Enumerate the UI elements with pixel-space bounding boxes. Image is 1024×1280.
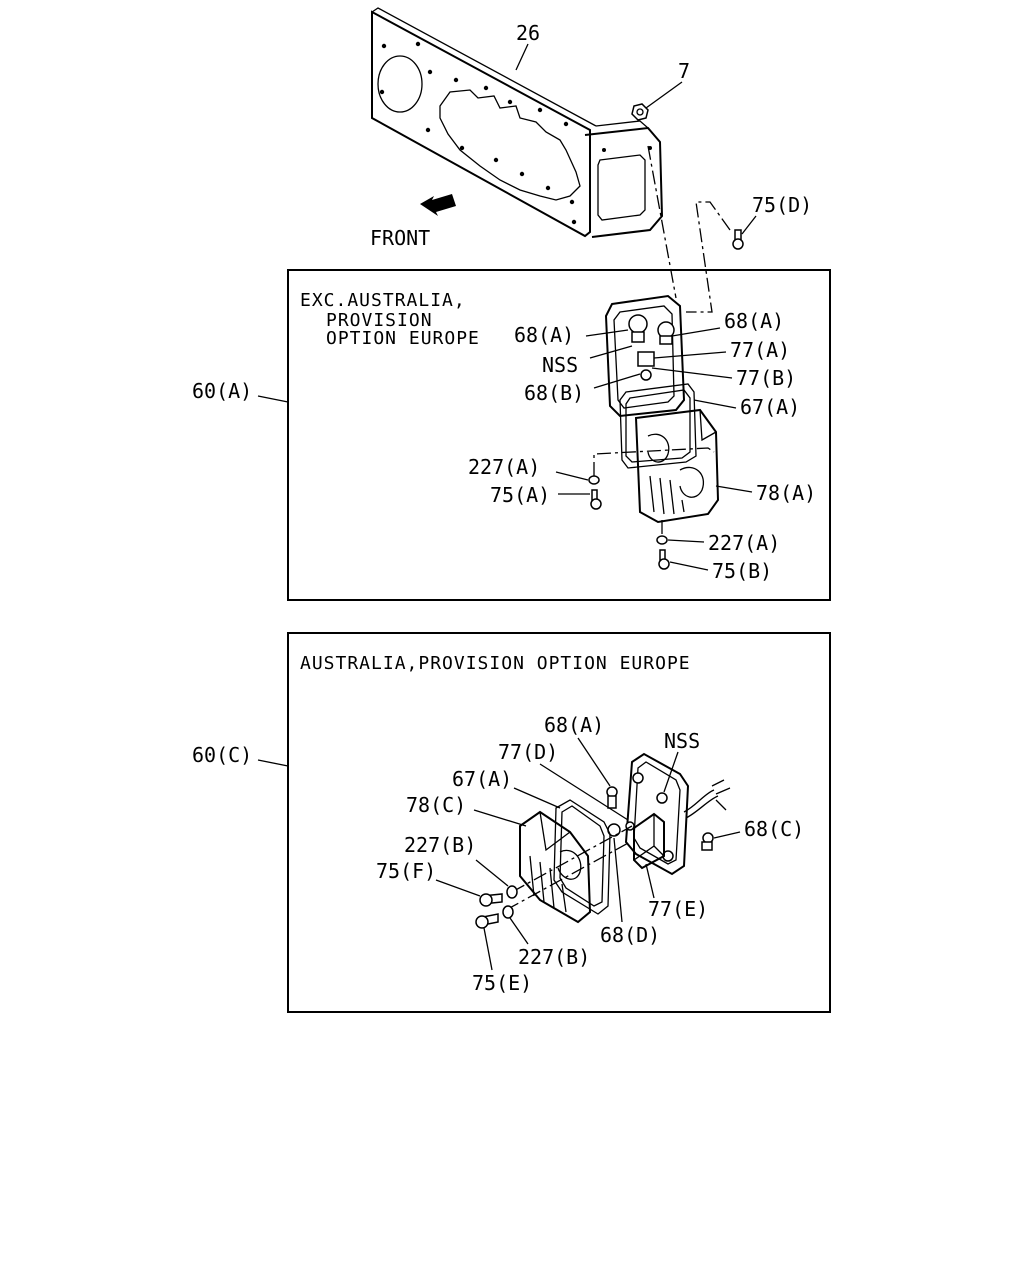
nut-icon-7 <box>631 103 649 121</box>
callout-26: 26 <box>516 21 540 45</box>
front-label: FRONT <box>370 226 430 250</box>
callout-75e: 75(E) <box>472 971 532 995</box>
callout-227a-lower: 227(A) <box>708 531 780 555</box>
callout-68c: 68(C) <box>744 817 804 841</box>
panel-60a-frame <box>287 269 831 601</box>
callout-67a-c: 67(A) <box>452 767 512 791</box>
bulb-icon-inner <box>656 792 668 804</box>
screw-icon-75a <box>590 489 602 510</box>
callout-68d: 68(D) <box>600 923 660 947</box>
bulb-icon-68c <box>701 832 714 851</box>
panel-60c-caption-line-1: AUSTRALIA,PROVISION OPTION EUROPE <box>300 653 691 674</box>
callout-75d: 75(D) <box>752 193 812 217</box>
callout-78a: 78(A) <box>756 481 816 505</box>
callout-75a: 75(A) <box>490 483 550 507</box>
bulb-icon-68b <box>637 351 655 381</box>
screw-icon-75e <box>475 913 499 929</box>
callout-7: 7 <box>678 59 690 83</box>
callout-78c: 78(C) <box>406 793 466 817</box>
callout-68a-c: 68(A) <box>544 713 604 737</box>
washer-icon-227b-2 <box>502 905 514 919</box>
gasket-67a <box>619 383 697 469</box>
screw-icon-75d <box>732 229 744 250</box>
callout-227b-upper: 227(B) <box>404 833 476 857</box>
lamp-base-plate-nss <box>624 752 690 876</box>
callout-227b-lower: 227(B) <box>518 945 590 969</box>
callout-77d: 77(D) <box>498 740 558 764</box>
callout-75b: 75(B) <box>712 559 772 583</box>
panel-60a-caption-line-1: EXC.AUSTRALIA, <box>300 290 466 311</box>
callout-67a: 67(A) <box>740 395 800 419</box>
lens-78c <box>519 810 592 924</box>
callout-227a-upper: 227(A) <box>468 455 540 479</box>
callout-nss-c: NSS <box>664 729 700 753</box>
callout-68b: 68(B) <box>524 381 584 405</box>
panel-60a-caption-line-2: PROVISION <box>326 310 433 331</box>
front-arrow-icon <box>420 194 456 216</box>
screw-icon-75f <box>479 893 503 907</box>
gasket-67a-c <box>553 799 611 915</box>
callout-68a-left: 68(A) <box>514 323 574 347</box>
callout-77e: 77(E) <box>648 897 708 921</box>
screw-icon-75b <box>658 549 670 570</box>
callout-nss: NSS <box>542 353 578 377</box>
socket-housing-77e <box>633 812 665 870</box>
bulb-icon-68d <box>607 821 635 837</box>
callout-75f: 75(F) <box>376 859 436 883</box>
washer-icon-227a-1 <box>588 475 600 485</box>
wire-harness-icon <box>683 779 731 819</box>
panel-60c-ref: 60(C) <box>192 743 252 767</box>
frame-member-26 <box>371 7 664 238</box>
bulb-icon-68a-2 <box>657 321 675 345</box>
callout-68a-right: 68(A) <box>724 309 784 333</box>
callout-77b: 77(B) <box>736 366 796 390</box>
bulb-icon-68a-1 <box>628 314 648 343</box>
washer-icon-227a-2 <box>656 535 668 545</box>
lamp-base-plate <box>604 294 686 418</box>
washer-icon-227b-1 <box>506 885 518 899</box>
callout-77a: 77(A) <box>730 338 790 362</box>
panel-60a-caption-line-3: OPTION EUROPE <box>326 328 480 349</box>
panel-60a-ref: 60(A) <box>192 379 252 403</box>
bulb-icon-68a-c <box>606 786 618 809</box>
lens-78a <box>634 408 720 524</box>
panel-60c-frame <box>287 632 831 1013</box>
